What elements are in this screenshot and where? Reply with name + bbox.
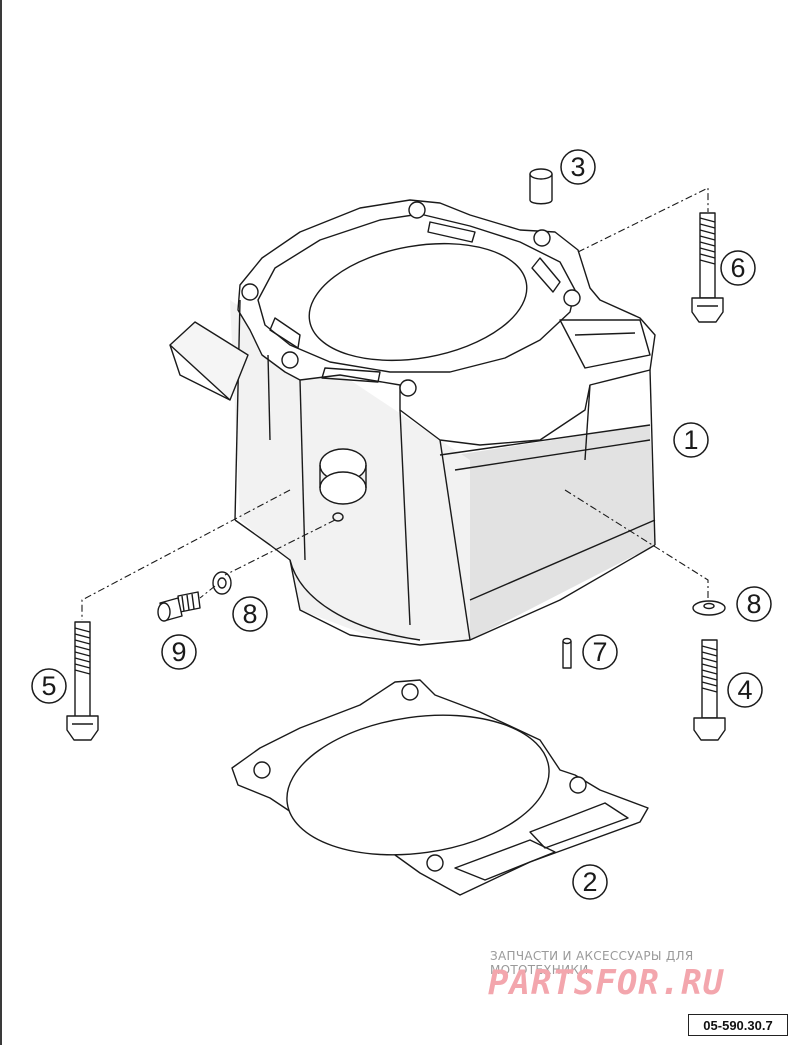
callout-label: 7 <box>592 637 607 667</box>
cylinder-part <box>169 199 656 646</box>
washer-right-part <box>692 600 726 616</box>
callout-2: 2 <box>572 864 608 900</box>
callout-label: 6 <box>730 253 745 283</box>
callout-label: 8 <box>242 599 257 629</box>
callout-label: 2 <box>582 867 597 897</box>
callout-8-right: 8 <box>736 586 772 622</box>
washer-left-part <box>212 571 232 595</box>
callout-5: 5 <box>31 668 67 704</box>
callout-1: 1 <box>673 422 709 458</box>
watermark-brand-logo: PARTSFOR.RU <box>488 963 725 1003</box>
assembly-lines <box>81 187 709 620</box>
callout-3: 3 <box>560 149 596 185</box>
callout-8-left: 8 <box>232 596 268 632</box>
watermark-caption: ЗАПЧАСТИ И АКСЕССУАРЫ ДЛЯ МОТОТЕХНИКИ <box>490 949 694 977</box>
callout-label: 3 <box>570 152 585 182</box>
callout-label: 4 <box>737 675 752 705</box>
callout-label: 9 <box>171 637 186 667</box>
callout-7: 7 <box>582 634 618 670</box>
dowel-pin-part <box>562 637 572 669</box>
callout-label: 8 <box>746 589 761 619</box>
page-border-line <box>0 0 2 1045</box>
callouts: 1 2 3 4 5 6 7 <box>31 149 772 900</box>
dowel-sleeve-part <box>529 168 553 205</box>
callout-label: 1 <box>683 425 698 455</box>
bolt-6-part <box>691 212 724 323</box>
reference-code-label: 05-590.30.7 <box>688 1014 788 1036</box>
callout-9: 9 <box>161 634 197 670</box>
bolt-5-part <box>66 621 99 741</box>
screw-9-part <box>157 591 201 622</box>
bolt-4-part <box>693 639 726 741</box>
callout-label: 5 <box>41 671 56 701</box>
callout-6: 6 <box>720 250 756 286</box>
base-gasket-part <box>231 679 649 896</box>
callout-4: 4 <box>727 672 763 708</box>
